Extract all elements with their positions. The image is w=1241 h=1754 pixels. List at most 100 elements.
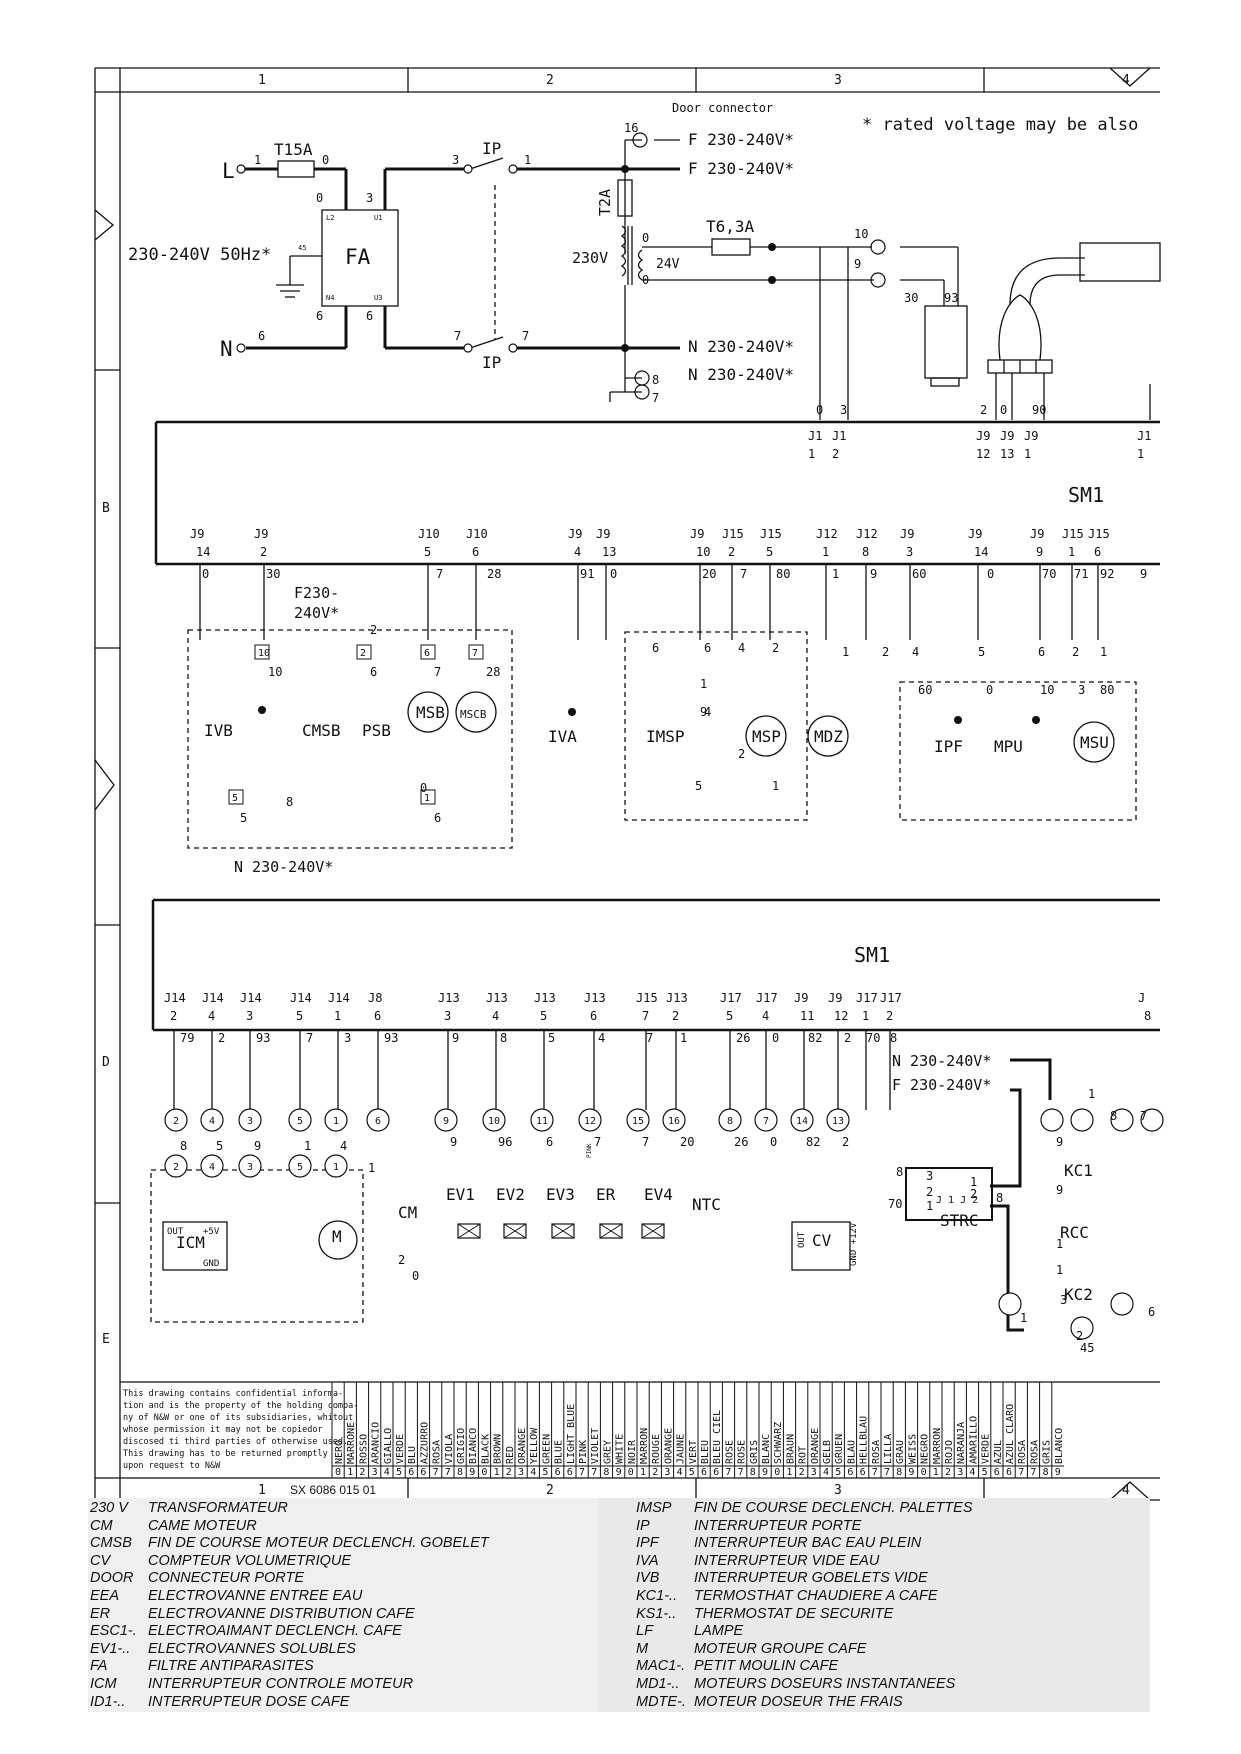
legend-code: CMSB xyxy=(90,1535,132,1552)
wire-number: 2 xyxy=(772,641,779,655)
color-code: 6 xyxy=(555,1467,561,1478)
filter-pin-label: N4 xyxy=(326,294,334,302)
component-label: MSB xyxy=(416,703,445,722)
wire-label: 0 xyxy=(772,1031,779,1045)
wire-label: 5 xyxy=(548,1031,555,1045)
wire-label: 91 xyxy=(580,567,594,581)
connector-label: J17 xyxy=(756,991,778,1005)
color-code: 7 xyxy=(738,1467,744,1478)
wire-label: 0 xyxy=(202,567,209,581)
connector-pin: 3 xyxy=(906,545,913,559)
wire-label: 9 xyxy=(870,567,877,581)
row-label: D xyxy=(102,1055,110,1070)
solenoid-icon xyxy=(599,1223,623,1239)
voltage-note: * rated voltage may be also xyxy=(862,115,1138,135)
connector-pin: 5 xyxy=(540,1009,547,1023)
solenoid-icon xyxy=(503,1223,527,1239)
color-name: BLAU xyxy=(846,1440,857,1464)
component-label: KC1 xyxy=(1064,1161,1093,1180)
icm-plus5: +5V xyxy=(203,1227,220,1237)
color-code: 9 xyxy=(908,1467,914,1478)
terminal-label: 5 xyxy=(297,1162,303,1173)
color-name: ROUGE xyxy=(651,1434,662,1464)
color-name: NARANJA xyxy=(956,1422,967,1464)
color-name: ROSE xyxy=(724,1440,735,1464)
solenoid-icon xyxy=(551,1223,575,1239)
terminal-label: 10 xyxy=(488,1116,500,1127)
component-label: MSCB xyxy=(460,708,487,721)
connector-pin: 1 xyxy=(822,545,829,559)
column-label: 1 xyxy=(258,1483,266,1498)
color-code: 7 xyxy=(1018,1467,1024,1478)
wire-label: 2 xyxy=(842,1135,849,1149)
color-name: ROSA xyxy=(871,1440,882,1464)
color-code: 7 xyxy=(884,1467,890,1478)
terminal-label: 2 xyxy=(173,1116,179,1127)
color-name: GELB xyxy=(822,1440,833,1464)
color-name: HELLBLAU xyxy=(859,1416,870,1464)
terminal-label: 16 xyxy=(668,1116,680,1127)
wire-label: 93 xyxy=(256,1031,270,1045)
color-code: 2 xyxy=(506,1467,512,1478)
legend-description: INTERRUPTEUR BAC EAU PLEIN xyxy=(694,1535,922,1552)
color-name: GREY xyxy=(602,1440,613,1464)
wire-number: 28 xyxy=(486,665,500,679)
terminal-label: 5 xyxy=(232,793,238,804)
color-name: GRAU xyxy=(895,1440,906,1464)
wire-number: 3 xyxy=(1078,683,1085,697)
wire-label: 93 xyxy=(384,1031,398,1045)
terminal-icon xyxy=(482,1108,506,1132)
wire-label: 70 xyxy=(1042,567,1056,581)
terminal-label: 11 xyxy=(536,1116,548,1127)
color-name: BRAUN xyxy=(785,1434,796,1464)
terminal-icon xyxy=(228,789,244,805)
terminal-label: 8 xyxy=(727,1116,733,1127)
legend-row: MD1-..MOTEURS DOSEURS INSTANTANEES xyxy=(636,1676,973,1694)
legend-row: MDTE-.MOTEUR DOSEUR THE FRAIS xyxy=(636,1694,973,1712)
terminal-label: 9 xyxy=(443,1116,449,1127)
terminal-icon xyxy=(254,644,270,660)
component-label: IVB xyxy=(204,721,233,740)
wire-number: 6 xyxy=(1038,645,1045,659)
color-code: 1 xyxy=(786,1467,792,1478)
terminal-icon xyxy=(324,1108,348,1132)
connector-pin: 1 xyxy=(1024,447,1031,461)
solenoid-icon xyxy=(457,1223,481,1239)
connector-label: J13 xyxy=(438,991,460,1005)
wire-label: 26 xyxy=(734,1135,748,1149)
connector-label: J9 xyxy=(1030,527,1044,541)
color-name: ORANGE xyxy=(517,1428,528,1464)
confidential-text: ny of N&W or one of its subsidiaries, wh… xyxy=(123,1413,353,1423)
strc-box xyxy=(905,1167,993,1221)
color-name: GIALLO xyxy=(383,1428,394,1464)
color-name: GRIGIO xyxy=(456,1428,467,1464)
legend-row: ESC1-.ELECTROAIMANT DECLENCH. CAFE xyxy=(90,1623,489,1641)
wire-label: 92 xyxy=(1100,567,1114,581)
wire-label: 8 xyxy=(500,1031,507,1045)
connector-pin: 2 xyxy=(728,545,735,559)
wire-label: 7 xyxy=(436,567,443,581)
wire-label: 7 xyxy=(306,1031,313,1045)
color-code: 7 xyxy=(1030,1467,1036,1478)
wire-label: 0 xyxy=(610,567,617,581)
connector-pin: 13 xyxy=(1000,447,1014,461)
terminal-icon xyxy=(870,272,886,288)
wire-label: 7 xyxy=(642,1135,649,1149)
wire-label: 0 xyxy=(316,191,323,205)
wire-label: 0 xyxy=(1000,403,1007,417)
solenoid-icon xyxy=(457,1223,481,1239)
wire-number: 1 xyxy=(700,677,707,691)
terminal-icon xyxy=(420,644,436,660)
wire-number: 4 xyxy=(912,645,919,659)
legend-code: IPF xyxy=(636,1535,659,1552)
icm-box xyxy=(162,1221,228,1271)
n-label: N 230-240V* xyxy=(234,858,333,876)
wire-number: 3 xyxy=(1060,1293,1067,1307)
connector-label: J xyxy=(1138,991,1145,1005)
terminal-icon xyxy=(626,1108,650,1132)
terminal-icon xyxy=(238,1154,262,1178)
terminal-icon xyxy=(754,1108,778,1132)
